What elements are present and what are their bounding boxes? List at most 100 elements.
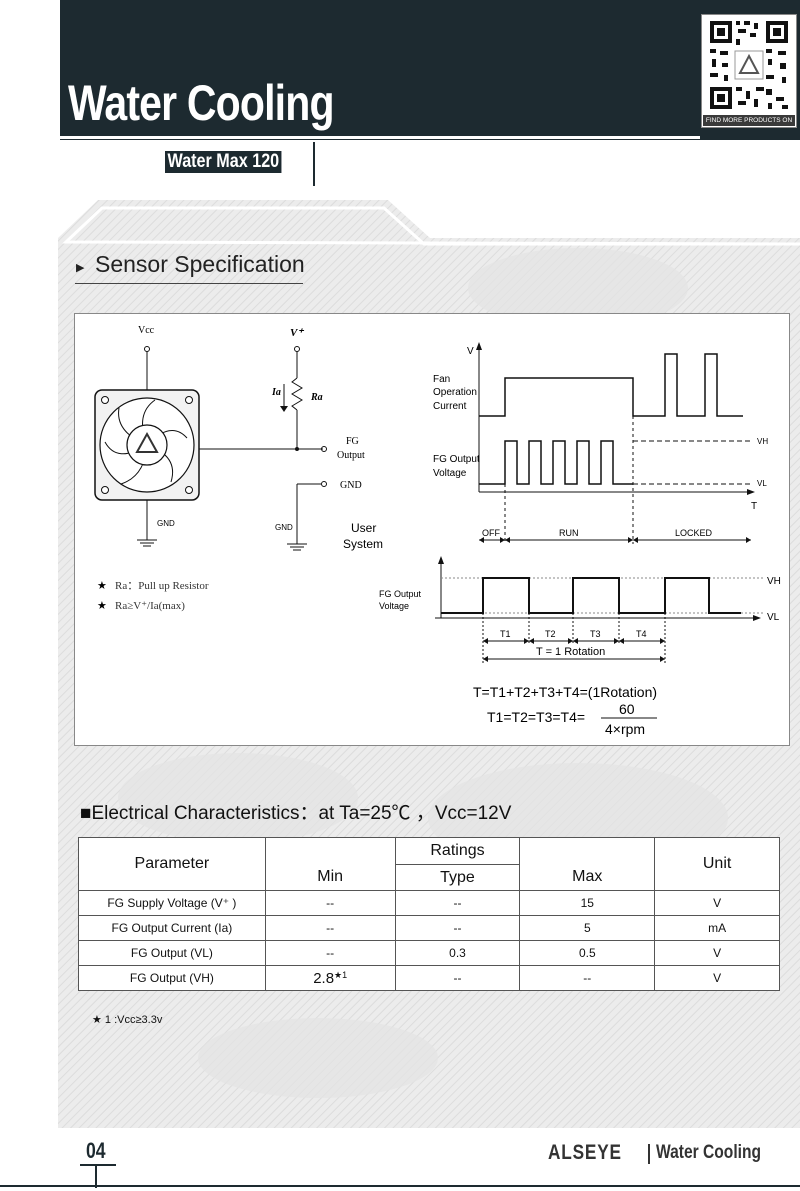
table-row: FG Output (VL) -- 0.3 0.5 V (78, 940, 780, 966)
label-fan-op-3: Current (433, 401, 467, 412)
table-row: FG Supply Voltage (V⁺ ) -- -- 15 V (78, 890, 780, 916)
rotation-wave (441, 577, 741, 614)
sensor-diagram: Vcc GND V⁺ Ia Ra FG Output GND GND User … (74, 313, 790, 746)
period-t2: T2 (545, 629, 556, 639)
fg-voltage-wave (479, 440, 633, 485)
label-gnd-fan: GND (157, 519, 175, 528)
label-gnd-right: GND (340, 480, 362, 491)
label-gnd-small: GND (275, 523, 293, 532)
footnote: ★ 1 :Vcc≥3.3v (92, 1014, 163, 1026)
qr-code[interactable] (701, 14, 797, 128)
cell-max: -- (519, 965, 656, 991)
page-title: Water Cooling (68, 75, 335, 131)
label-ra: Ra (310, 392, 323, 403)
header-unit: Unit (654, 837, 780, 891)
cell-param: FG Supply Voltage (V⁺ ) (78, 890, 266, 916)
state-run: RUN (559, 528, 579, 538)
label-ia: Ia (271, 387, 281, 398)
state-off: OFF (482, 528, 500, 538)
label-vl2: VL (767, 612, 780, 623)
fan-current-wave (479, 353, 743, 417)
period-t1: T1 (500, 629, 511, 639)
label-vh: VH (757, 437, 768, 446)
table-row: FG Output Current (Ia) -- -- 5 mA (78, 915, 780, 941)
header-ratings: Ratings (394, 837, 521, 865)
formula-den: 4×rpm (605, 721, 645, 737)
cell-min: -- (264, 890, 396, 916)
state-locked: LOCKED (675, 528, 713, 538)
label-fan-op-1: Fan (433, 374, 450, 385)
section-arrow-icon: ▶ (76, 262, 85, 274)
star-icon: ★ (97, 580, 107, 592)
axis-v: V (467, 346, 474, 357)
section-underline (75, 283, 303, 284)
cell-max: 0.5 (519, 940, 656, 966)
label-fg: FG (346, 436, 359, 447)
cell-type: -- (394, 915, 521, 941)
label-fgv2-1: FG Output (379, 589, 422, 599)
cell-type: -- (394, 965, 521, 991)
page-number-stem (95, 1164, 97, 1188)
cell-min: -- (264, 915, 396, 941)
electrical-table: Parameter Ratings Unit Min Type Max FG S… (78, 837, 780, 991)
cell-unit: mA (654, 915, 780, 941)
label-fan-op-2: Operation (433, 387, 477, 398)
footer-separator (648, 1144, 650, 1164)
cell-unit: V (654, 965, 780, 991)
header-blank-2 (519, 837, 656, 865)
header-banner (60, 0, 800, 140)
qr-caption: FIND MORE PRODUCTS ON (703, 115, 795, 126)
label-system: System (343, 537, 383, 551)
formula-2: T1=T2=T3=T4= (487, 709, 585, 725)
star-icon: ★ (97, 600, 107, 612)
footer-line (0, 1185, 800, 1187)
note-ra-formula: Ra≥V⁺/Ia(max) (115, 600, 185, 612)
label-user: User (351, 521, 376, 535)
cell-max: 15 (519, 890, 656, 916)
cell-min: -- (264, 940, 396, 966)
label-vh2: VH (767, 576, 781, 587)
note-ra: Ra：Pull up Resistor (115, 580, 209, 592)
axis-t: T (751, 501, 757, 512)
formula-num: 60 (619, 701, 635, 717)
header-min: Min (264, 864, 396, 891)
cell-type: -- (394, 890, 521, 916)
header-max: Max (519, 864, 656, 891)
label-vplus: V⁺ (290, 327, 304, 339)
cell-max: 5 (519, 915, 656, 941)
qr-code-icon (708, 19, 790, 111)
cell-type: 0.3 (394, 940, 521, 966)
model-tag: Water Max 120 (165, 151, 282, 173)
cell-param: FG Output (VH) (78, 965, 266, 991)
cell-param: FG Output (VL) (78, 940, 266, 966)
cell-unit: V (654, 940, 780, 966)
cell-min-value: 2.8 (313, 969, 335, 987)
fan-icon (94, 389, 200, 501)
table-row: FG Output (VH) 2.8★1 -- -- V (78, 965, 780, 991)
label-vcc: Vcc (138, 325, 155, 336)
period-t4: T4 (636, 629, 647, 639)
footer-category: Water Cooling (656, 1142, 762, 1163)
cell-param: FG Output Current (Ia) (78, 915, 266, 941)
formula-1: T=T1+T2+T3+T4=(1Rotation) (473, 684, 657, 700)
section-title-electrical: ■Electrical Characteristics：at Ta=25℃ ，V… (80, 803, 512, 824)
label-fgv-1: FG Output (433, 454, 480, 465)
cell-min: 2.8★1 (264, 965, 396, 991)
header-blank-1 (264, 837, 396, 865)
label-fgv2-2: Voltage (379, 601, 409, 611)
model-tag-bar (313, 142, 315, 186)
label-vl: VL (757, 479, 767, 488)
rotation-label: T = 1 Rotation (536, 646, 605, 658)
header-parameter: Parameter (78, 837, 266, 891)
cell-min-note: ★1 (334, 969, 348, 980)
page-number: 04 (86, 1138, 106, 1163)
header-type: Type (394, 864, 521, 891)
header-divider (60, 136, 700, 139)
cell-unit: V (654, 890, 780, 916)
footer-brand-logo: ALSEYE (548, 1141, 622, 1164)
section-title-sensor: Sensor Specification (95, 251, 305, 277)
page-number-underline (80, 1164, 116, 1166)
label-fgv-2: Voltage (433, 468, 467, 479)
period-t3: T3 (590, 629, 601, 639)
label-output: Output (337, 450, 365, 461)
